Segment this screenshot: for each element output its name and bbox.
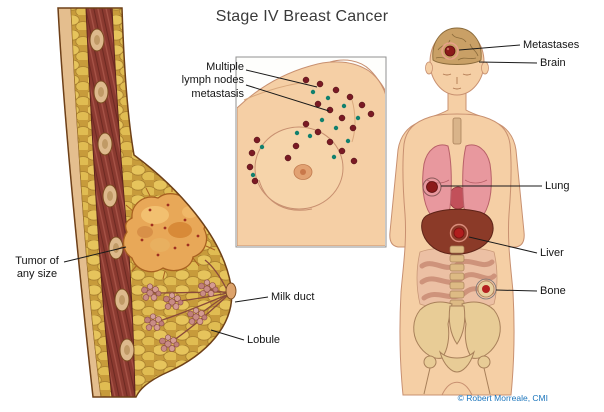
label-milk-duct: Milk duct	[271, 291, 315, 303]
brain-metastasis-spot	[441, 42, 459, 60]
label-liver: Liver	[540, 247, 564, 259]
pointer-lines	[63, 44, 542, 341]
breast-cross-section	[57, 7, 237, 398]
label-lobule: Lobule	[247, 334, 281, 346]
body-figure	[389, 27, 525, 396]
inset-nipple	[300, 169, 306, 175]
liver-metastasis-spot	[449, 223, 469, 243]
collar-line	[243, 82, 301, 101]
slab-outline	[57, 7, 233, 398]
metastases-pointer	[458, 44, 521, 51]
milk-duct-pointer	[234, 296, 269, 303]
label-brain: Brain	[540, 57, 566, 69]
tumor-shape	[115, 184, 216, 280]
label-tumor-any-size: Tumor of any size	[15, 255, 59, 281]
breast-fold	[258, 179, 313, 211]
lymph-node-dots-metastatic	[246, 76, 375, 185]
nipple	[225, 282, 237, 300]
lymph-pointer-1	[245, 69, 318, 88]
face-features	[442, 73, 472, 90]
liver-pointer	[468, 236, 538, 254]
right-ear	[481, 61, 489, 75]
lung-metastasis-spot	[422, 177, 442, 197]
lymph-node-inset	[235, 56, 387, 248]
tumor-pointer	[63, 246, 127, 263]
label-multiple-lymph-nodes: Multiple lymph nodes metastasis	[181, 61, 244, 100]
pelvis	[413, 301, 501, 395]
label-bone: Bone	[540, 285, 566, 297]
bone-pointer	[495, 289, 538, 292]
axilla-crease	[351, 99, 356, 143]
lymph-pointer-2	[245, 84, 330, 112]
label-lung: Lung	[545, 180, 570, 192]
trachea	[452, 117, 462, 145]
bone-metastasis-spot	[475, 278, 497, 300]
page-title: Stage IV Breast Cancer	[215, 8, 389, 25]
spine	[449, 245, 465, 317]
label-metastases: Metastases	[523, 39, 580, 51]
brain-pointer	[478, 61, 538, 64]
shoulder-line	[329, 59, 385, 95]
crotch-line	[441, 381, 473, 396]
lymph-node-dots-normal	[250, 89, 361, 178]
lungs	[422, 144, 492, 218]
artist-credit: © Robert Morreale, CMI	[457, 393, 548, 403]
left-ear	[425, 61, 433, 75]
lobule-pointer	[210, 329, 245, 341]
